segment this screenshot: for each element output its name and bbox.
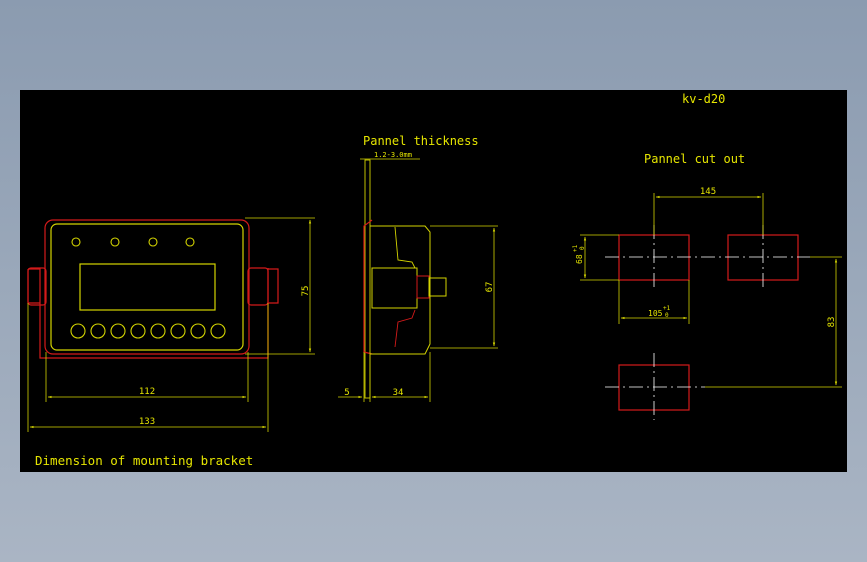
key-1 — [70, 323, 86, 339]
key-6 — [170, 323, 186, 339]
dim-side-height — [430, 225, 498, 349]
side-clip-lower — [394, 309, 416, 348]
side-bracket — [363, 219, 373, 355]
dim-cutout-width — [618, 280, 690, 324]
display-window — [79, 263, 216, 311]
mounting-bracket — [27, 268, 279, 359]
dim-cutout-width-tol-upper: +1 — [663, 305, 671, 312]
cad-drawing-canvas: kv-d20 — [20, 90, 847, 472]
front-view: 75 112 133 — [27, 217, 315, 432]
led-1 — [71, 237, 81, 247]
key-8 — [210, 323, 226, 339]
caption-panel-thickness: Pannel thickness — [363, 134, 479, 148]
dim-cutout-height — [580, 234, 619, 281]
side-plug — [428, 277, 447, 297]
side-clip-upper — [394, 226, 416, 269]
dim-cutout-pitch-x — [653, 193, 764, 235]
keypad-buttons — [70, 323, 226, 339]
key-3 — [110, 323, 126, 339]
bracket-frame — [44, 219, 250, 355]
caption-panel-cutout: Pannel cut out — [644, 152, 745, 166]
led-2 — [110, 237, 120, 247]
indicator-leds — [71, 237, 195, 247]
caption-mounting-bracket: Dimension of mounting bracket — [35, 453, 253, 468]
led-4 — [185, 237, 195, 247]
key-5 — [150, 323, 166, 339]
key-7 — [190, 323, 206, 339]
side-view: Pannel thickness 1.2-3.0mm 67 5 34 — [338, 134, 498, 402]
dim-side-depth — [338, 352, 431, 402]
side-terminal — [416, 275, 430, 299]
dim-cutout-height-tol-lower: 0 — [579, 246, 586, 250]
dim-side-body-label: 34 — [393, 388, 404, 398]
dim-front-height-label: 75 — [301, 286, 311, 297]
dim-cutout-height-label: 68 — [575, 254, 584, 264]
dim-cutout-width-tol-lower: 0 — [665, 312, 669, 319]
dim-cutout-pitch-x-label: 145 — [700, 187, 716, 197]
dim-front-height — [245, 217, 315, 355]
bracket-ear-left — [27, 267, 47, 306]
dim-side-height-label: 67 — [485, 282, 495, 293]
led-3 — [148, 237, 158, 247]
side-body — [370, 225, 431, 355]
panel-cutout-view: Pannel cut out 145 105 +1 0 — [572, 152, 842, 420]
panel-thickness-range: 1.2-3.0mm — [374, 151, 412, 159]
dim-front-total-width-label: 133 — [139, 417, 155, 427]
bracket-ear-right — [247, 267, 269, 306]
dim-cutout-height-tol-upper: +1 — [572, 244, 579, 252]
dim-cutout-pitch-y-label: 83 — [827, 317, 837, 328]
housing-outline — [50, 223, 244, 351]
front-panel-strip — [364, 159, 371, 399]
dim-side-left-label: 5 — [344, 388, 349, 398]
side-connector — [371, 267, 418, 309]
key-2 — [90, 323, 106, 339]
drawing-svg: kv-d20 — [27, 92, 842, 468]
dim-front-total-width — [27, 303, 269, 432]
key-4 — [130, 323, 146, 339]
dim-cutout-pitch-y — [705, 256, 842, 388]
dim-front-inner-width-label: 112 — [139, 387, 155, 397]
dim-cutout-width-label: 105 — [648, 309, 663, 318]
drawing-title: kv-d20 — [682, 92, 725, 106]
cutout-centerlines — [605, 225, 810, 420]
dim-front-inner-width — [45, 352, 249, 402]
